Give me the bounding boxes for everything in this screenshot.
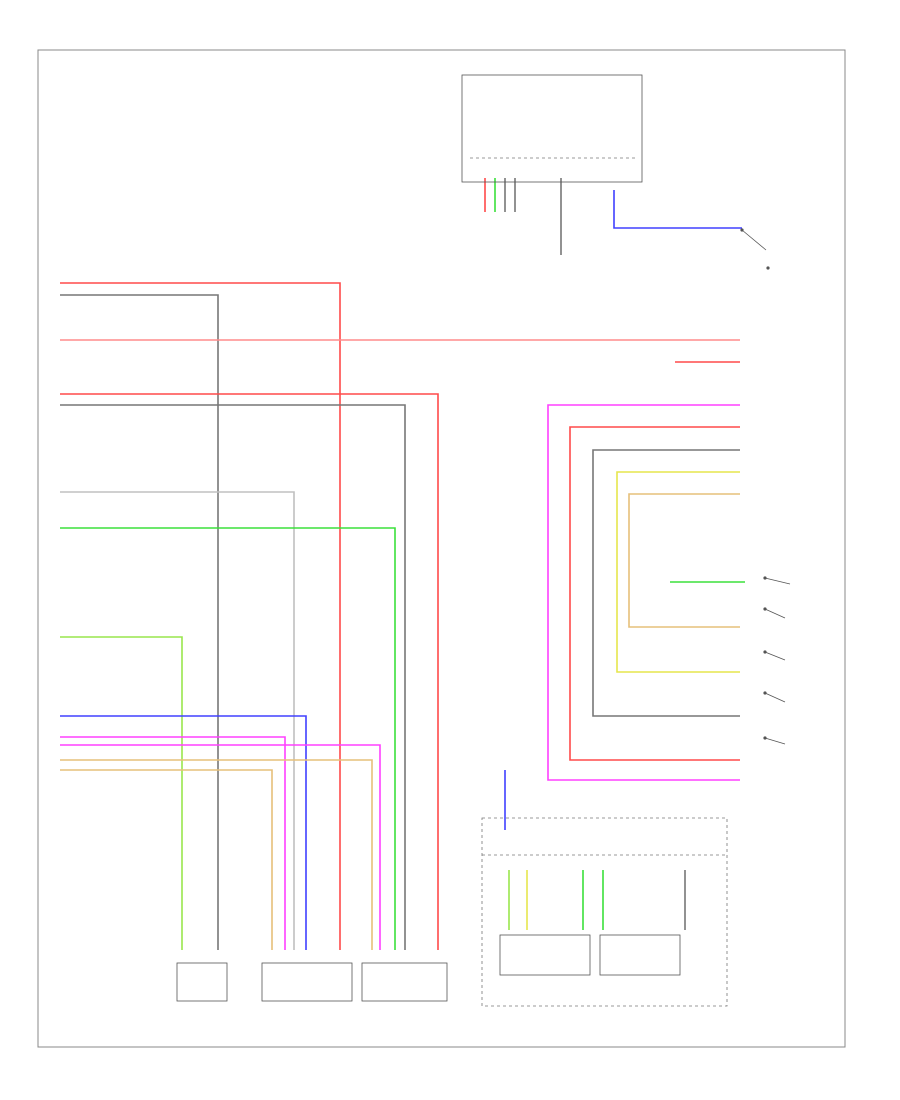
wire-yellow-right xyxy=(616,471,740,673)
wire-magenta-1 xyxy=(60,736,286,950)
right-switch-cluster xyxy=(740,228,791,745)
wire-group xyxy=(60,178,745,950)
wire-red-mid xyxy=(60,393,439,950)
wire-red-right xyxy=(569,426,740,761)
diagram-frame xyxy=(37,49,846,1048)
wire-magenta-2 xyxy=(60,744,381,950)
wire-red-top xyxy=(60,282,341,950)
wire-blue xyxy=(60,715,307,950)
lower-right-inner-box-2 xyxy=(599,934,681,976)
wire-gray-mid xyxy=(60,404,406,950)
wire-magenta-right xyxy=(547,404,740,781)
wire-lightgreen xyxy=(60,636,183,950)
lower-right-inner-box-1 xyxy=(499,934,591,976)
switch-assembly-center xyxy=(261,962,353,1002)
wire-tan-1 xyxy=(60,759,373,950)
top-control-module xyxy=(461,74,643,183)
wire-gray-right xyxy=(592,449,740,717)
wire-green xyxy=(60,527,396,950)
wire-tan-right xyxy=(628,493,740,628)
wire-tan-2 xyxy=(60,769,273,950)
switch-assembly-left xyxy=(176,962,228,1002)
wire-blue-top xyxy=(613,190,742,229)
lower-right-module xyxy=(481,817,728,1007)
wire-lightgray xyxy=(60,491,295,950)
switch-assembly-right xyxy=(361,962,448,1002)
wire-gray-top xyxy=(60,294,219,950)
